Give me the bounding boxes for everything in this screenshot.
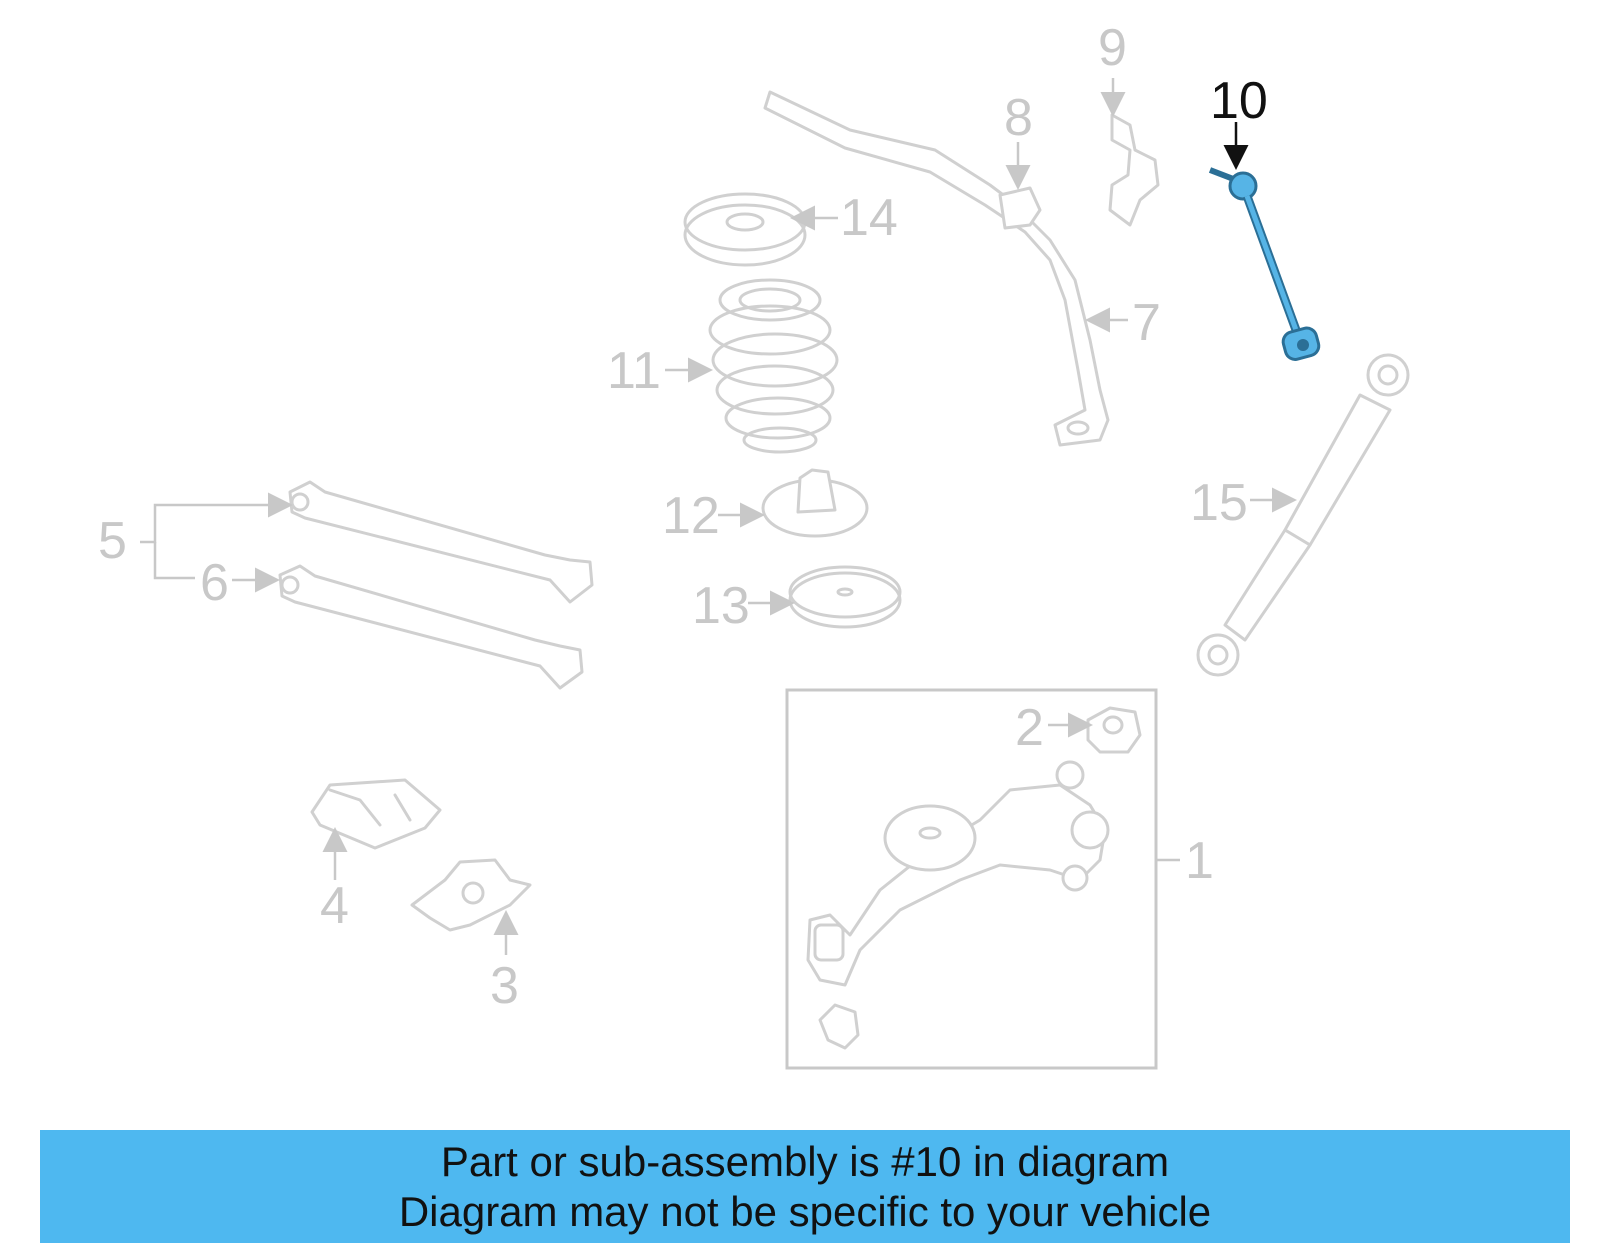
banner-line-disclaimer: Diagram may not be specific to your vehi…: [398, 1187, 1212, 1235]
part-14-spring-pad[interactable]: [683, 192, 807, 267]
part-5-control-arm[interactable]: [288, 480, 594, 604]
part-4-cover[interactable]: [310, 778, 442, 850]
callout-13: 13: [692, 577, 750, 635]
callout-10: 10: [1210, 72, 1268, 130]
callout-7: 7: [1132, 294, 1161, 352]
part-6-control-arm[interactable]: [278, 564, 584, 690]
parts-diagram: 1 2 3 4 5 6 7 8 9 10 11 12 13 14 15: [98, 19, 1410, 1070]
callout-9: 9: [1098, 19, 1127, 77]
part-11-coil-spring[interactable]: [708, 278, 839, 454]
callout-14: 14: [840, 189, 898, 247]
part-2-bushing[interactable]: [1086, 706, 1142, 754]
part-12-bump-stop[interactable]: [761, 468, 869, 538]
callout-4: 4: [320, 877, 349, 935]
callout-2: 2: [1015, 699, 1044, 757]
callout-15: 15: [1190, 474, 1248, 532]
part-1-group-box[interactable]: [785, 688, 1158, 1070]
leader-lines: [140, 78, 1297, 955]
part-9-bracket[interactable]: [1108, 113, 1160, 227]
callout-1: 1: [1185, 832, 1214, 890]
banner-line-part-number: Part or sub-assembly is #10 in diagram: [440, 1137, 1170, 1185]
info-banner: Part or sub-assembly is #10 in diagram D…: [40, 1130, 1570, 1243]
callout-6: 6: [200, 554, 229, 612]
part-10-stabilizer-link[interactable]: [1208, 167, 1321, 362]
callout-5: 5: [98, 512, 127, 570]
part-13-isolator[interactable]: [788, 565, 902, 629]
part-15-shock-absorber[interactable]: [1196, 353, 1410, 677]
part-7-stabilizer-bar[interactable]: [763, 90, 1110, 447]
callout-labels: 1 2 3 4 5 6 7 8 9 10 11 12 13 14 15: [98, 19, 1268, 1015]
callout-12: 12: [662, 487, 720, 545]
callout-8: 8: [1004, 89, 1033, 147]
part-3-mount[interactable]: [410, 858, 532, 932]
callout-3: 3: [490, 957, 519, 1015]
callout-11: 11: [607, 342, 661, 400]
